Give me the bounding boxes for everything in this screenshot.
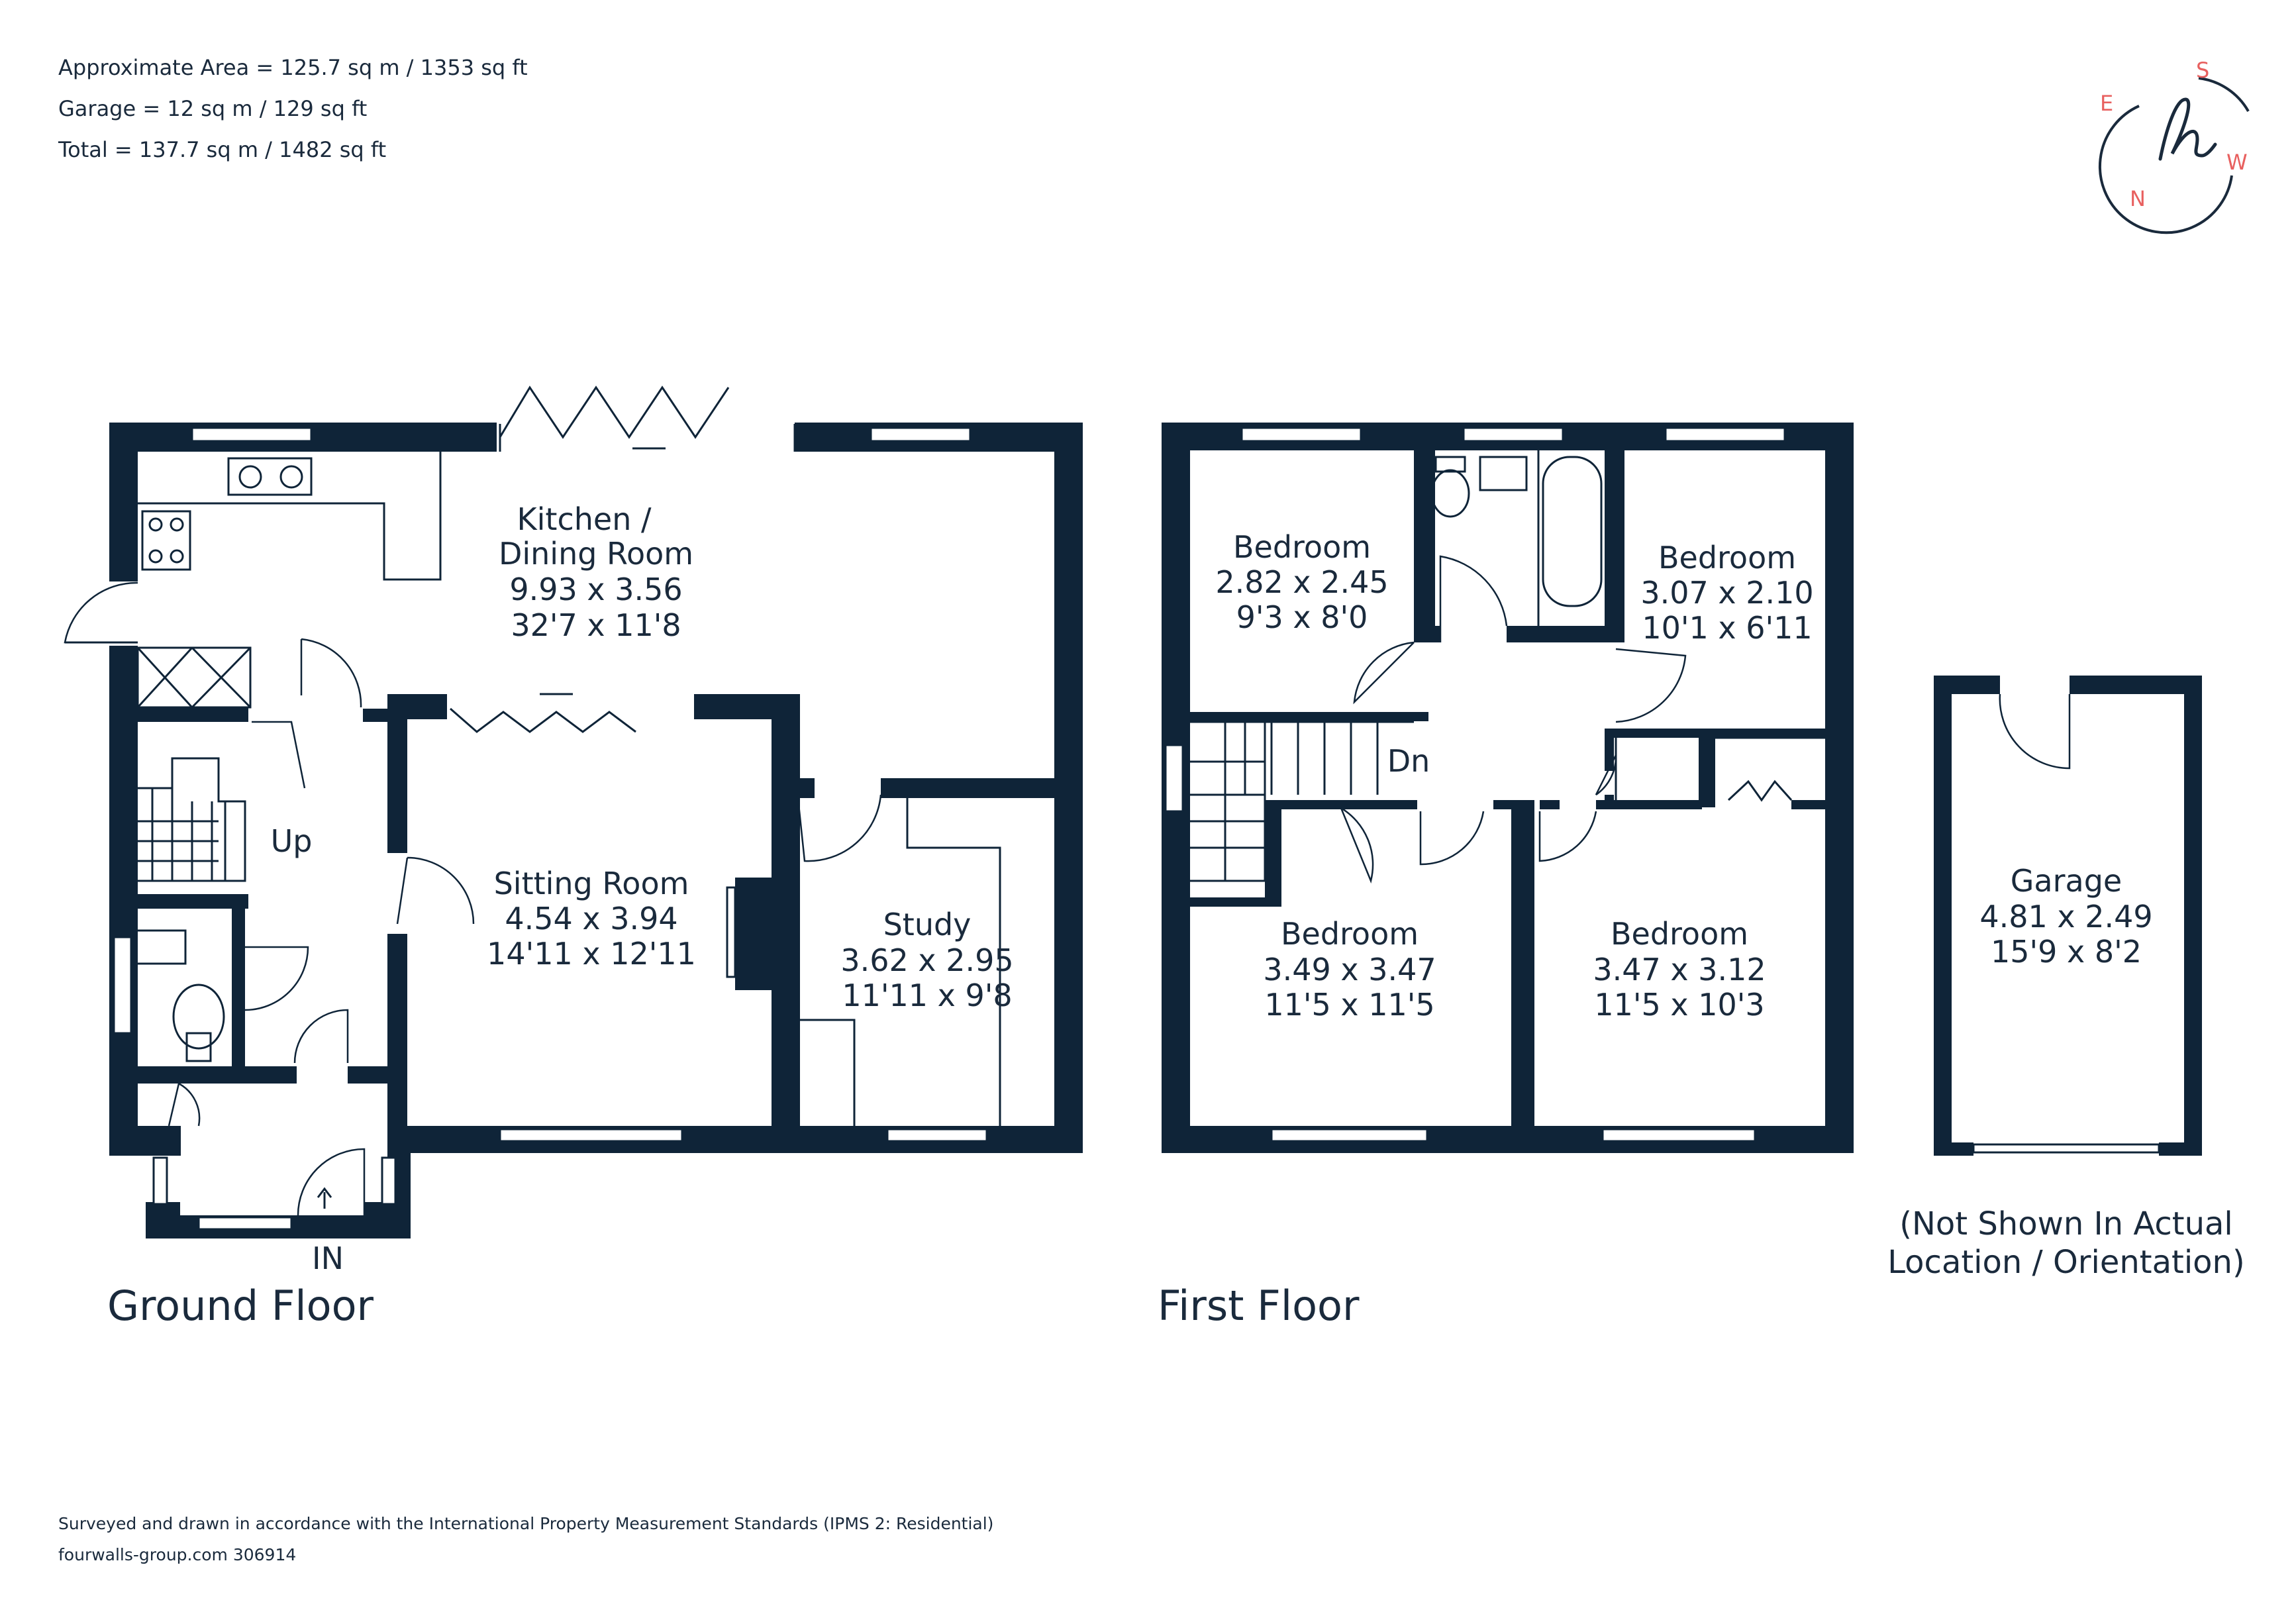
ground-floor-windows <box>113 427 988 1231</box>
room-metric: 3.62 x 2.95 <box>840 942 1013 978</box>
ground-floor-title: Ground Floor <box>107 1282 374 1330</box>
footer-standards: Surveyed and drawn in accordance with th… <box>58 1514 993 1533</box>
footer-reference: fourwalls-group.com 306914 <box>58 1545 296 1564</box>
stairs-down-label: Dn <box>1387 743 1430 779</box>
entrance-label: IN <box>312 1240 344 1276</box>
room-imperial: 11'5 x 10'3 <box>1594 987 1764 1023</box>
bathroom-fixtures <box>1430 450 1603 626</box>
room-metric: 3.49 x 3.47 <box>1263 952 1436 987</box>
first-doors <box>1340 555 1825 884</box>
room-metric: 3.07 x 2.10 <box>1640 575 1813 611</box>
room-name: Sitting Room <box>494 866 689 901</box>
area-summary: Approximate Area = 125.7 sq m / 1353 sq … <box>58 55 528 162</box>
bedroom-1-label: Bedroom 2.82 x 2.45 9'3 x 8'0 <box>1215 529 1388 635</box>
room-name: Dining Room <box>499 536 693 572</box>
room-metric: 9.93 x 3.56 <box>509 572 682 607</box>
ground-doors <box>64 581 882 1216</box>
basin-icon <box>134 929 187 965</box>
first-stairs: Dn <box>1190 721 1430 882</box>
study-label: Study 3.62 x 2.95 11'11 x 9'8 <box>840 907 1013 1013</box>
garage-plan: Garage 4.81 x 2.49 15'9 x 8'2 (Not Shown… <box>1887 676 2245 1281</box>
logo-h-icon <box>2158 97 2217 161</box>
bifold-doors <box>450 385 796 733</box>
garage-label: Garage 4.81 x 2.49 15'9 x 8'2 <box>1979 863 2152 970</box>
sitting-room-label: Sitting Room 4.54 x 3.94 14'11 x 12'11 <box>487 866 696 972</box>
room-metric: 4.81 x 2.49 <box>1979 899 2152 934</box>
ground-floor-plan: Kitchen / Dining Room 9.93 x 3.56 32'7 x… <box>64 385 1083 1330</box>
storage-cupboard <box>136 646 252 709</box>
sink-icon <box>227 457 313 496</box>
bedroom-2-label: Bedroom 3.07 x 2.10 10'1 x 6'11 <box>1640 540 1813 646</box>
room-name: Bedroom <box>1281 916 1419 952</box>
room-imperial: 10'1 x 6'11 <box>1642 610 1812 646</box>
compass-w: W <box>2226 150 2248 175</box>
room-name: Kitchen / <box>517 501 652 537</box>
first-floor-windows <box>1164 427 1786 1142</box>
garage-side-door <box>1999 693 2071 770</box>
room-name: Garage <box>2011 863 2122 899</box>
ground-wc <box>134 929 225 1062</box>
stairs-up-label: Up <box>271 823 313 859</box>
room-imperial: 11'11 x 9'8 <box>842 978 1012 1013</box>
ground-stairs <box>138 721 306 882</box>
garage-walls <box>1934 676 2202 1156</box>
approximate-area: Approximate Area = 125.7 sq m / 1353 sq … <box>58 55 528 80</box>
bedroom-3-label: Bedroom 3.49 x 3.47 11'5 x 11'5 <box>1263 916 1436 1023</box>
compass-logo: E S W N <box>2098 58 2250 234</box>
footer: Surveyed and drawn in accordance with th… <box>58 1514 993 1564</box>
room-name: Bedroom <box>1611 916 1748 952</box>
first-floor-plan: Dn Bedroom 2.82 x 2.45 9'3 x 8'0 Bedroom… <box>1158 423 1854 1330</box>
toilet-icon <box>1430 469 1470 518</box>
study-storage <box>726 798 1001 1126</box>
room-metric: 3.47 x 3.12 <box>1593 952 1766 987</box>
compass-ring <box>2098 105 2233 234</box>
total-area: Total = 137.7 sq m / 1482 sq ft <box>58 137 386 162</box>
basin-icon <box>1479 456 1528 491</box>
room-name: Study <box>883 907 972 942</box>
room-imperial: 32'7 x 11'8 <box>511 607 681 643</box>
garage-note-line1: (Not Shown In Actual <box>1899 1205 2232 1242</box>
compass-n: N <box>2130 186 2146 211</box>
hob-icon <box>141 510 191 571</box>
garage-note-line2: Location / Orientation) <box>1887 1244 2244 1281</box>
toilet-icon <box>172 984 225 1050</box>
room-name: Bedroom <box>1233 529 1371 565</box>
room-imperial: 14'11 x 12'11 <box>487 936 696 972</box>
compass-s: S <box>2196 58 2209 83</box>
room-imperial: 9'3 x 8'0 <box>1236 599 1368 635</box>
bath-icon <box>1542 456 1603 607</box>
compass-ring-arc <box>2198 77 2250 112</box>
bedroom-4-label: Bedroom 3.47 x 3.12 11'5 x 10'3 <box>1593 916 1766 1023</box>
room-imperial: 15'9 x 8'2 <box>1991 934 2142 970</box>
kitchen-units <box>136 452 442 709</box>
first-floor-title: First Floor <box>1158 1282 1360 1330</box>
room-imperial: 11'5 x 11'5 <box>1264 987 1434 1023</box>
room-metric: 4.54 x 3.94 <box>505 901 677 936</box>
compass-e: E <box>2100 91 2113 116</box>
garage-area: Garage = 12 sq m / 129 sq ft <box>58 96 367 121</box>
kitchen-dining-label: Kitchen / Dining Room 9.93 x 3.56 32'7 x… <box>499 501 693 643</box>
room-name: Bedroom <box>1658 540 1796 576</box>
room-metric: 2.82 x 2.45 <box>1215 564 1388 600</box>
